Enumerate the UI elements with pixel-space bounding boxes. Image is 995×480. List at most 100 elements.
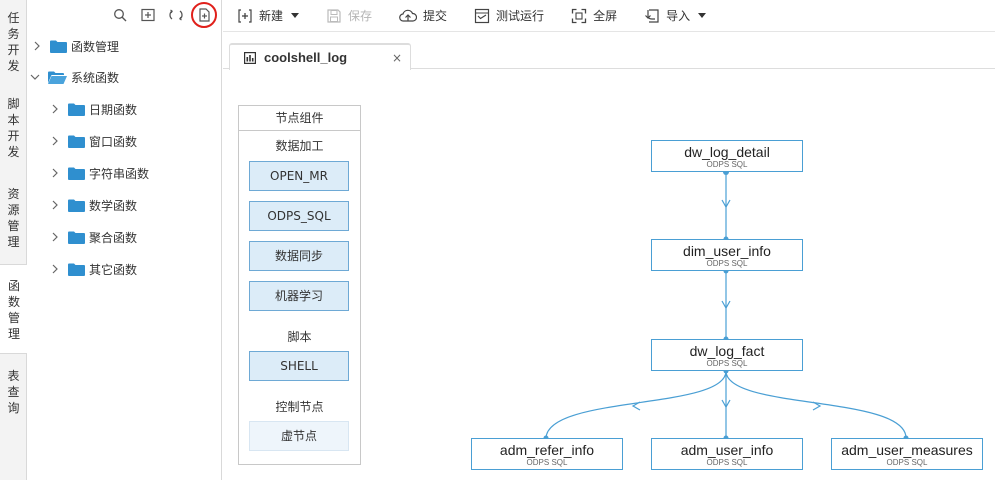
chevron-right-icon[interactable] — [50, 168, 60, 178]
node-type: ODPS SQL — [706, 359, 748, 368]
caret-down-icon — [291, 13, 300, 18]
dag-node-dim-user-info[interactable]: dim_user_info ODPS SQL — [651, 239, 803, 271]
tree-item-function-mgmt[interactable]: 函数管理 — [32, 35, 119, 57]
dag-node-adm-refer-info[interactable]: adm_refer_info ODPS SQL — [471, 438, 623, 470]
vtab-script-dev[interactable]: 脚本开发 — [0, 96, 27, 166]
vtab-label: 函数管理 — [8, 279, 21, 341]
function-tree-panel: 函数管理 系统函数 日期函数 窗口函数 字符串函数 数学函数 聚合函数 其它函数 — [27, 0, 222, 480]
machine-learning-node-button[interactable]: 机器学习 — [249, 281, 349, 311]
save-label: 保存 — [348, 9, 373, 23]
chevron-down-icon[interactable] — [30, 72, 40, 82]
tab-title: coolshell_log — [264, 50, 348, 65]
vtab-label: 脚本开发 — [7, 97, 20, 159]
tree-item-label: 窗口函数 — [89, 134, 138, 149]
caret-down-icon — [698, 13, 707, 18]
tree-item-other-functions[interactable]: 其它函数 — [50, 258, 137, 280]
edge-fact-to-measures — [725, 370, 907, 439]
vertical-tab-bar: 任务开发 脚本开发 资源管理 函数管理 表查询 — [0, 0, 28, 480]
refresh-icon[interactable] — [167, 6, 185, 24]
tree-item-label: 数学函数 — [89, 198, 138, 213]
tree-item-label: 系统函数 — [71, 70, 120, 85]
vtab-label: 表查询 — [7, 369, 20, 415]
node-name: dw_log_fact — [689, 343, 765, 359]
node-type: ODPS SQL — [706, 458, 748, 467]
arrow-down-icon — [721, 199, 731, 209]
edge-fact-to-refer — [545, 370, 727, 439]
node-type: ODPS SQL — [886, 458, 928, 467]
node-name: adm_refer_info — [499, 442, 595, 458]
highlight-circle — [191, 2, 217, 28]
vtab-label: 任务开发 — [7, 11, 20, 73]
fullscreen-icon — [571, 8, 587, 23]
dag-node-dw-log-fact[interactable]: dw_log_fact ODPS SQL — [651, 339, 803, 371]
tree-toolbar — [111, 2, 217, 28]
save-button[interactable]: 保存 — [312, 0, 385, 32]
dag-node-adm-user-info[interactable]: adm_user_info ODPS SQL — [651, 438, 803, 470]
node-palette: 节点组件 数据加工 OPEN_MR ODPS_SQL 数据同步 机器学习 脚本 … — [238, 105, 361, 465]
new-function-icon[interactable] — [191, 2, 217, 28]
fullscreen-button[interactable]: 全屏 — [557, 0, 630, 32]
main-toolbar: 新建 保存 提交 测试运行 全屏 导入 — [223, 0, 995, 32]
submit-label: 提交 — [423, 9, 448, 23]
shell-node-button[interactable]: SHELL — [249, 351, 349, 381]
chevron-right-icon[interactable] — [50, 232, 60, 242]
workflow-icon — [244, 51, 256, 64]
tree-item-label: 字符串函数 — [89, 166, 150, 181]
import-button[interactable]: 导入 — [630, 0, 719, 32]
tree-item-label: 函数管理 — [71, 39, 120, 54]
chevron-right-icon[interactable] — [50, 136, 60, 146]
data-sync-node-button[interactable]: 数据同步 — [249, 241, 349, 271]
arrow-right-icon — [812, 401, 822, 411]
chevron-right-icon[interactable] — [32, 41, 42, 51]
test-run-label: 测试运行 — [496, 9, 545, 23]
vtab-task-dev[interactable]: 任务开发 — [0, 10, 27, 80]
section-control-nodes: 控制节点 — [275, 400, 324, 414]
folder-icon — [68, 167, 85, 180]
tree-item-aggregate-functions[interactable]: 聚合函数 — [50, 226, 137, 248]
dag-node-dw-log-detail[interactable]: dw_log_detail ODPS SQL — [651, 140, 803, 172]
tree-item-label: 聚合函数 — [89, 230, 138, 245]
workflow-canvas[interactable]: 节点组件 数据加工 OPEN_MR ODPS_SQL 数据同步 机器学习 脚本 … — [223, 70, 995, 480]
folder-icon — [68, 199, 85, 212]
node-name: dw_log_detail — [684, 144, 770, 160]
save-icon — [327, 8, 341, 23]
dag-node-adm-user-measures[interactable]: adm_user_measures ODPS SQL — [831, 438, 983, 470]
search-icon[interactable] — [111, 6, 129, 24]
chevron-right-icon[interactable] — [50, 264, 60, 274]
folder-open-icon — [48, 71, 67, 84]
tree-item-string-functions[interactable]: 字符串函数 — [50, 162, 149, 184]
tree-item-system-functions[interactable]: 系统函数 — [30, 66, 119, 88]
node-name: adm_user_measures — [841, 442, 973, 458]
test-run-button[interactable]: 测试运行 — [460, 0, 557, 32]
vtab-table-query[interactable]: 表查询 — [0, 368, 27, 428]
new-icon — [238, 8, 252, 23]
close-icon[interactable]: × — [391, 51, 402, 65]
node-type: ODPS SQL — [526, 458, 568, 467]
new-folder-icon[interactable] — [139, 6, 157, 24]
vtab-resource-mgmt[interactable]: 资源管理 — [0, 186, 27, 256]
tree-item-label: 日期函数 — [89, 102, 138, 117]
editor-tab-strip: coolshell_log × — [223, 33, 995, 70]
tree-item-date-functions[interactable]: 日期函数 — [50, 98, 137, 120]
test-run-icon — [474, 8, 490, 23]
open-mr-node-button[interactable]: OPEN_MR — [249, 161, 349, 191]
virtual-node-button[interactable]: 虚节点 — [249, 421, 349, 451]
import-icon — [645, 8, 659, 23]
odps-sql-node-button[interactable]: ODPS_SQL — [249, 201, 349, 231]
section-script: 脚本 — [287, 330, 312, 344]
arrow-down-icon — [721, 300, 731, 310]
folder-icon — [68, 103, 85, 116]
tree-item-math-functions[interactable]: 数学函数 — [50, 194, 137, 216]
tree-item-label: 其它函数 — [89, 262, 138, 277]
arrow-left-icon — [631, 401, 641, 411]
tab-coolshell-log[interactable]: coolshell_log × — [229, 43, 411, 70]
fullscreen-label: 全屏 — [593, 9, 618, 23]
chevron-right-icon[interactable] — [50, 200, 60, 210]
cloud-upload-icon — [399, 9, 418, 22]
vtab-function-mgmt[interactable]: 函数管理 — [0, 264, 28, 354]
folder-icon — [68, 231, 85, 244]
submit-button[interactable]: 提交 — [385, 0, 460, 32]
new-button[interactable]: 新建 — [223, 0, 312, 32]
tree-item-window-functions[interactable]: 窗口函数 — [50, 130, 137, 152]
chevron-right-icon[interactable] — [50, 104, 60, 114]
